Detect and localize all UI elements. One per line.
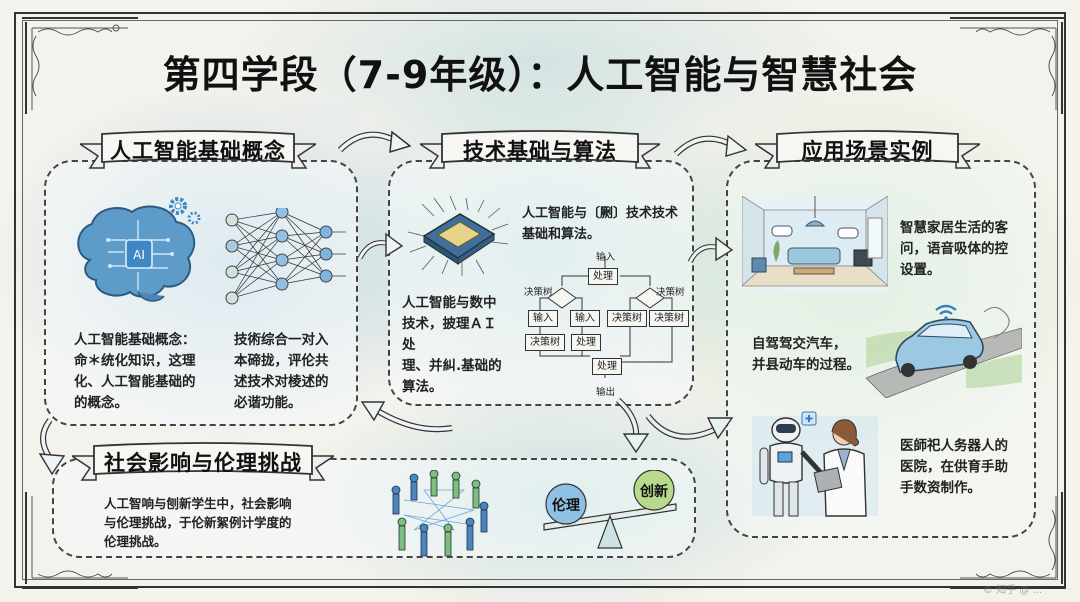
flow-output-label: 输出 [596,387,616,398]
basics-text-left: 人工智能基础概念： 命＊统化知识，这理 化、人工智能基础的 的概念。 [74,332,196,411]
arrow-ethics-to-apps-icon [645,414,734,440]
arrow-right-icon [687,236,734,264]
tech-text-top: 人工智能与〔劂〕技术技术 基础和算法。 [522,206,679,242]
self-driving-car-icon [866,304,1022,398]
arrow-back-to-basics-icon [360,401,453,433]
flow-box: 处理 [571,334,601,351]
flow-box: 输入 [528,310,558,327]
balance-scale-icon: 伦理 创新 [543,470,677,549]
brain-circuit-icon: AI [77,205,196,302]
flow-process-bottom: 处理 [592,358,622,375]
ribbon-social-ethics: 社会影响与伦理挑战 [72,440,334,484]
svg-text:伦理: 伦理 [552,497,580,514]
inner-frame [22,20,1058,580]
arrow-right-icon [357,232,404,260]
gear-icon [169,197,201,225]
ethics-text: 人工智响与刨新学生中，社会影响 与伦理挑战，于伦新絮例计学度的 伦理挑战。 [104,496,292,549]
arrow-down-left-icon [38,418,66,476]
flow-box: 决策树 [525,334,565,351]
svg-text:AI: AI [133,248,145,262]
ribbon-ai-basics: 人工智能基础概念 [80,128,316,172]
app-item-self-driving-text: 自驾驾交汽车， 并县动车的过程。 [752,336,860,373]
app-item-medical-text: 医師祀人务器人的 医院，在供育手助 手数资制作。 [900,438,1008,496]
page-title: 第四学段（7-9年级）：人工智能与智慧社会 [162,53,918,97]
tech-text-left: 人工智能与数中 技术，披理ＡＩ 处 理、并糾.基础的 算法。 [402,295,502,395]
arrow-tech-to-apps-icon [673,134,748,157]
medical-robot-icon [752,411,878,517]
flow-decision-right-label: 决策树 [656,287,685,298]
panel-social-ethics [52,458,696,558]
flow-box: 输入 [570,310,600,327]
smart-home-icon [742,196,888,292]
basics-text-right: 技術综合一对入 本碲拢，评伦共 述技术对棱述的 必谐功能。 [234,332,329,411]
watermark: © 知乎 @ ... [982,585,1042,596]
svg-text:创新: 创新 [639,483,668,500]
flowchart-lines [539,256,673,378]
flow-input-label: 输入 [596,252,616,263]
panel-tech-algorithms [388,160,694,406]
app-item-smart-home-text: 智慧家居生活的客 问，语音吸体的控 设置。 [900,220,1008,278]
ribbon-banner-icon [420,130,660,169]
flow-process-top: 处理 [588,268,618,285]
flow-box: 决策树 [607,310,647,327]
ribbon-banner-icon [72,442,334,481]
flow-box: 决策树 [649,310,689,327]
ribbon-banner-icon [80,130,316,169]
chip-icon [407,196,509,276]
neural-network-icon [225,208,346,305]
ribbon-applications: 应用场景实例 [755,128,980,172]
flow-decision-left-label: 决策树 [524,287,553,298]
people-network-icon [391,470,489,557]
arrow-down-to-ethics-icon [615,398,650,454]
panel-ai-basics [44,160,358,426]
arrow-basics-to-tech-icon [337,130,412,154]
ribbon-tech-algorithms: 技术基础与算法 [420,128,660,172]
outer-frame [14,12,1066,588]
ribbon-banner-icon [755,130,980,169]
